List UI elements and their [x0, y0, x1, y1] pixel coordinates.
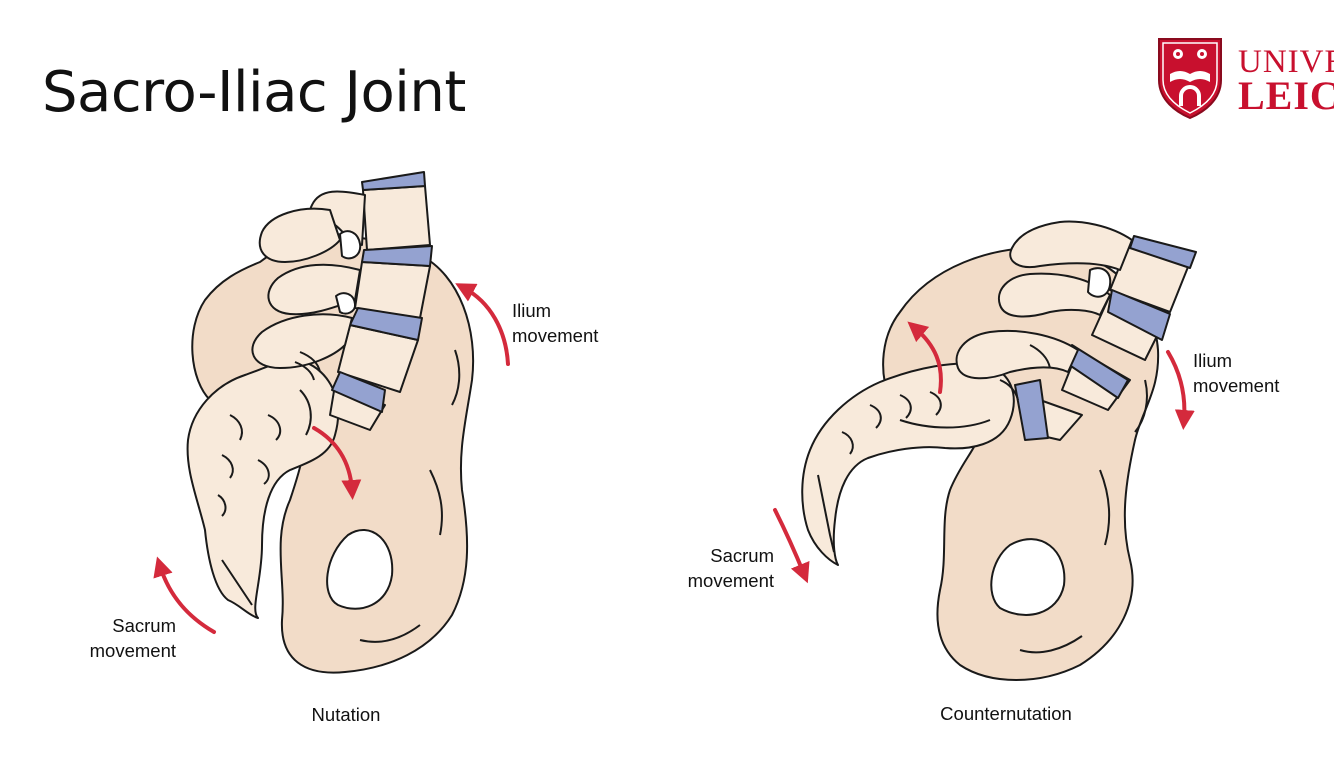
- disc-r2: [1107, 289, 1171, 341]
- sacrum-counternutation-arrow: [907, 321, 943, 394]
- ilium-movement-arrow: [455, 283, 510, 366]
- logo-text-line2: LEICESTER: [1238, 73, 1334, 118]
- sacrum-movement-arrow-right: [773, 508, 810, 584]
- sacrum-nutation-arrow: [312, 426, 362, 500]
- sacrum-label-line1: Sacrum: [112, 615, 176, 636]
- nutation-illustration: [186, 171, 475, 674]
- ilium-label-line1: Ilium: [512, 300, 552, 321]
- counternutation-caption: Counternutation: [940, 703, 1072, 724]
- slide-title: Sacro-Iliac Joint: [42, 60, 466, 125]
- spinous-process-4: [251, 313, 353, 369]
- sacrum-label-line2: movement: [89, 640, 176, 661]
- spinous-process-r2: [997, 272, 1111, 318]
- ilium-movement-label: Ilium movement: [512, 298, 598, 348]
- sacrum-bone-right: [801, 362, 1015, 566]
- ilium-movement-label-right: Ilium movement: [1193, 348, 1279, 398]
- sacrum-label-right-line1: Sacrum: [710, 545, 774, 566]
- obturator-foramen-right: [990, 538, 1066, 616]
- ilium-label-right-line1: Ilium: [1193, 350, 1233, 371]
- sacrum-movement-label: Sacrum movement: [70, 613, 176, 663]
- ilium-movement-arrow-right: [1166, 350, 1195, 430]
- ilium-label-line2: movement: [512, 325, 599, 346]
- university-crest-icon: [1158, 38, 1222, 120]
- spinous-process-r1: [1009, 220, 1133, 271]
- nutation-caption: Nutation: [311, 704, 381, 725]
- spinous-process-r3: [955, 329, 1079, 380]
- disc-4: [331, 371, 386, 413]
- sacrum-bone: [186, 358, 340, 619]
- disc-1: [361, 171, 426, 191]
- disc-r4: [1014, 379, 1049, 441]
- logo-text-line1: UNIVERSITY OF: [1238, 44, 1334, 80]
- university-logo: UNIVERSITY OF LEICESTER: [1156, 36, 1334, 120]
- sacrum-movement-label-right: Sacrum movement: [668, 543, 774, 593]
- vertebra-l1: [362, 185, 431, 251]
- counternutation-illustration: [801, 220, 1197, 681]
- counternutation-arrows: [773, 321, 1195, 584]
- sacrum-label-right-line2: movement: [687, 570, 774, 591]
- ilium-label-right-line2: movement: [1193, 375, 1280, 396]
- sacrum-movement-arrow: [153, 556, 216, 634]
- nutation-arrows: [153, 283, 510, 634]
- obturator-foramen: [326, 529, 394, 610]
- spinous-process-2: [258, 207, 341, 263]
- disc-2: [361, 245, 433, 267]
